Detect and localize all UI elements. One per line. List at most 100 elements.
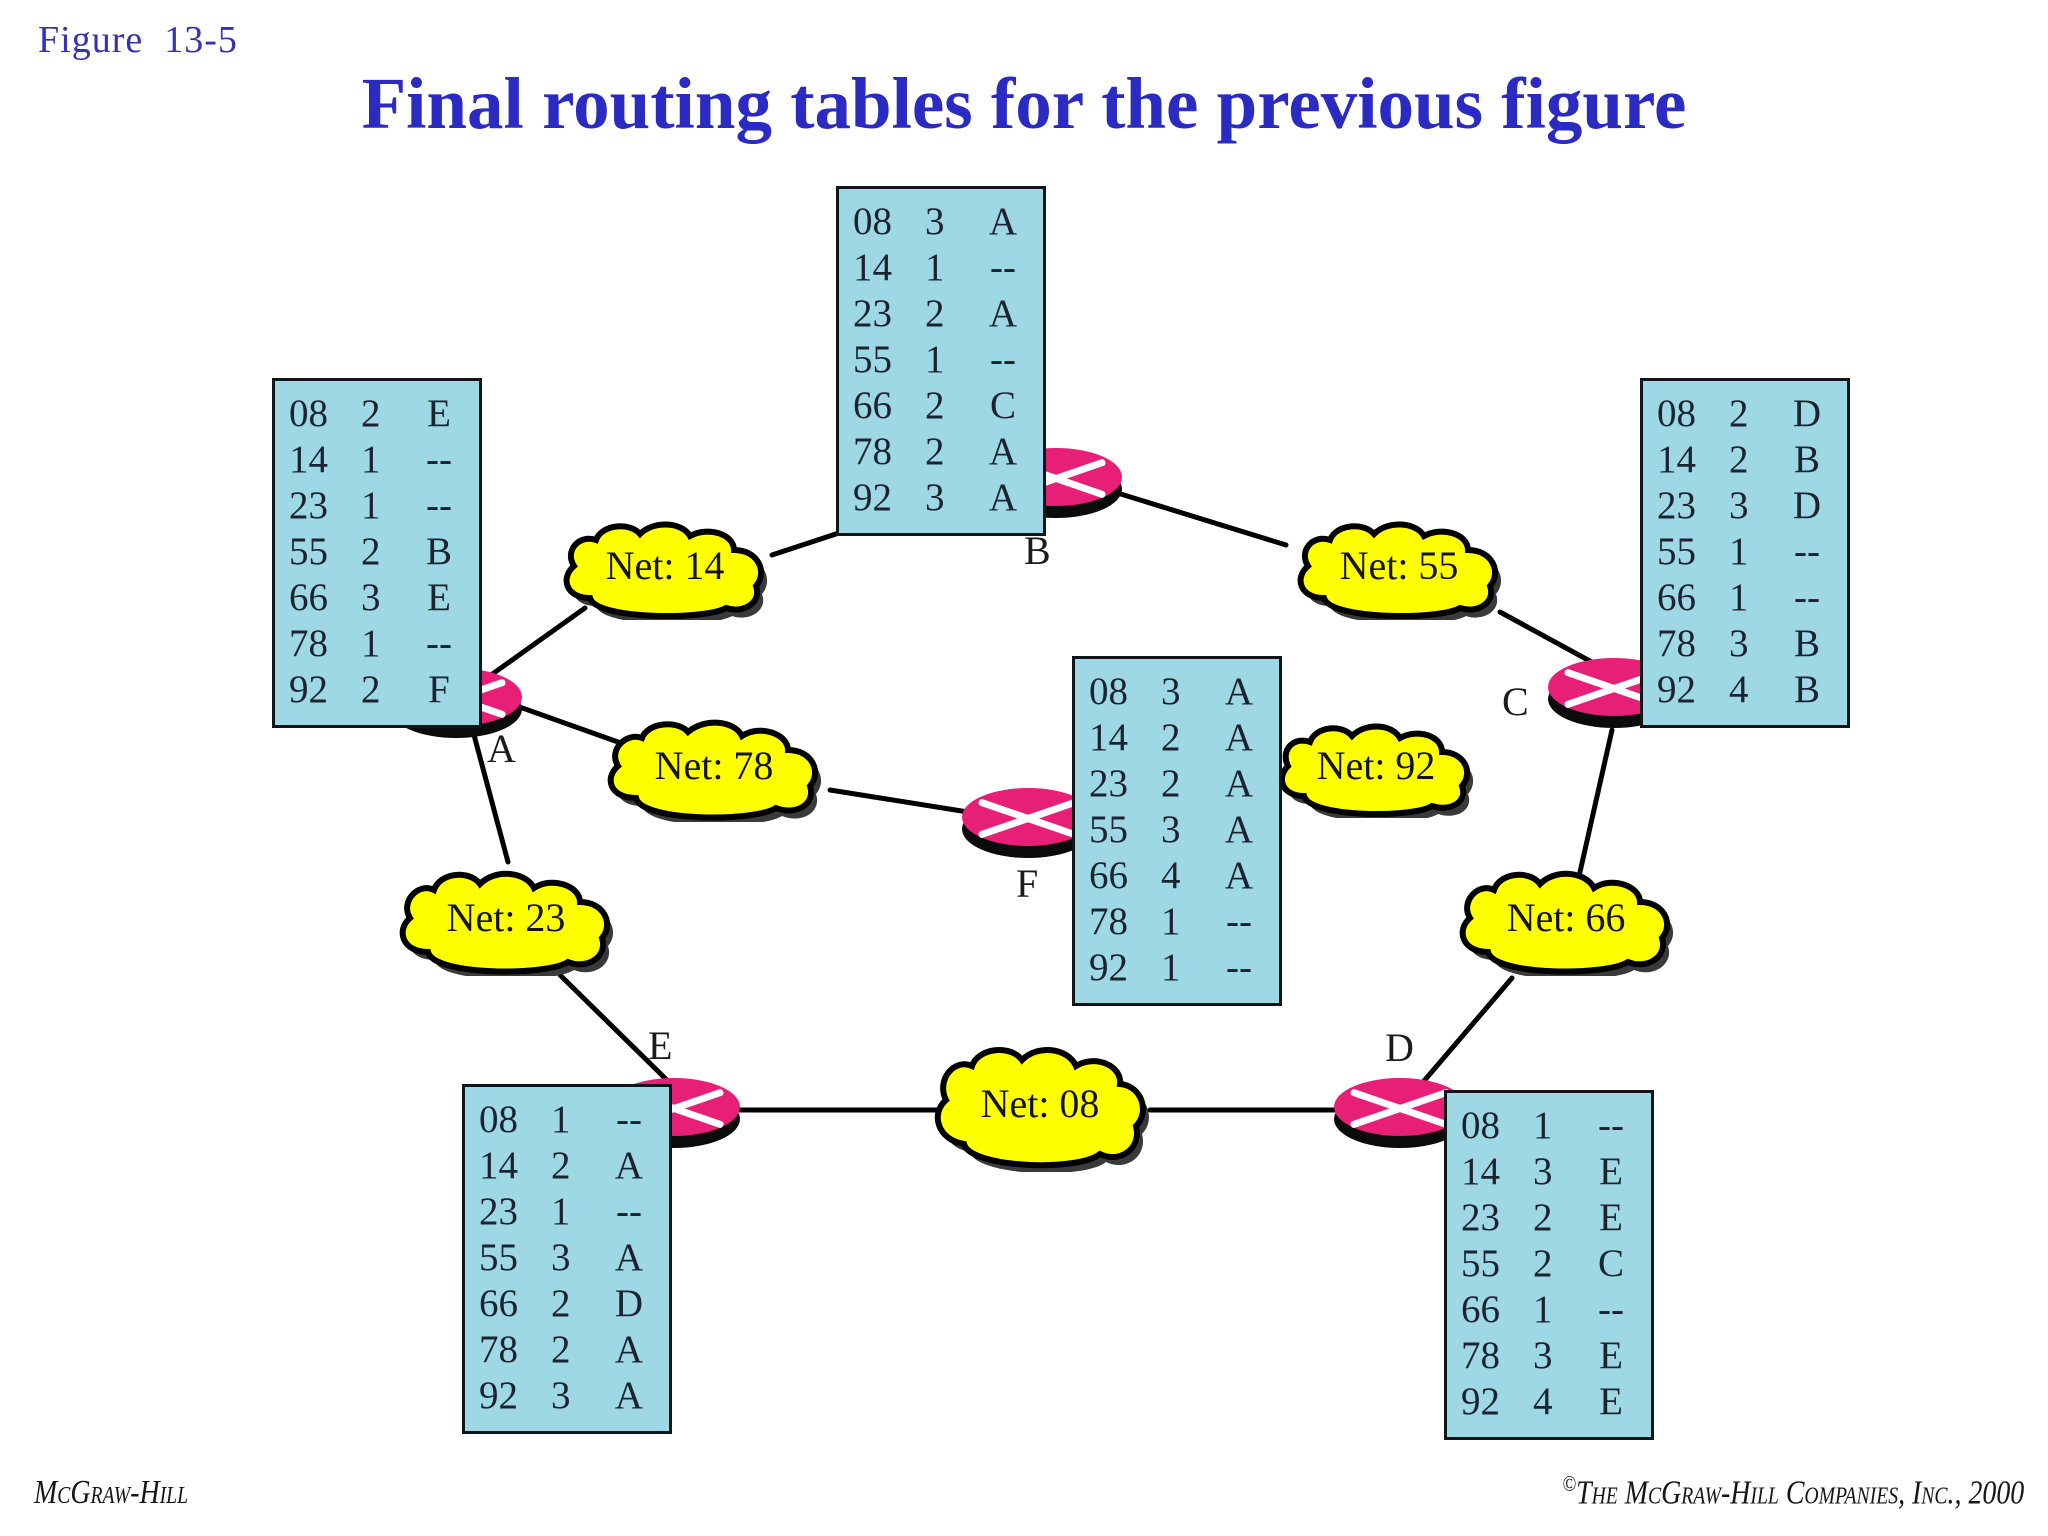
cell-next-hop: E <box>1599 1150 1623 1194</box>
footer-copyright: ©The McGraw-Hill Companies, Inc., 2000 <box>1562 1471 2024 1512</box>
cell-hop-count: 2 <box>1729 392 1749 435</box>
cell-network-id: 23 <box>289 484 328 528</box>
cell-network-id: 66 <box>479 1282 518 1326</box>
cell-next-hop: A <box>614 1144 644 1188</box>
cell-hop-count: 2 <box>1729 438 1749 482</box>
router-label-e: E <box>648 1023 673 1068</box>
cell-network-id: 78 <box>289 622 328 666</box>
cell-network-id: 55 <box>1657 530 1696 574</box>
cell-network-id: 23 <box>853 292 892 336</box>
cell-hop-count: 3 <box>1533 1334 1553 1378</box>
network-cloud-net55[interactable]: Net: 55 <box>1290 520 1512 620</box>
network-cloud-net66[interactable]: Net: 66 <box>1452 868 1684 976</box>
cell-next-hop: F <box>428 668 450 712</box>
cell-hop-count: 3 <box>1533 1150 1553 1194</box>
cell-network-id: 08 <box>479 1098 518 1141</box>
cell-next-hop: -- <box>1598 1288 1624 1332</box>
cell-network-id: 78 <box>1657 622 1696 666</box>
cell-next-hop: -- <box>426 438 452 482</box>
cell-hop-count: 2 <box>361 668 381 712</box>
cell-network-id: 66 <box>1461 1288 1500 1332</box>
cell-next-hop: -- <box>1598 1104 1624 1147</box>
router-label-d: D <box>1385 1025 1414 1070</box>
network-cloud-net23[interactable]: Net: 23 <box>392 868 624 976</box>
cell-next-hop: -- <box>426 484 452 528</box>
cell-next-hop: -- <box>1794 530 1820 574</box>
cell-hop-count: 2 <box>1161 716 1181 760</box>
cloud-label: Net: 23 <box>446 894 566 940</box>
cell-next-hop: A <box>988 430 1018 474</box>
cell-next-hop: A <box>1224 808 1254 852</box>
table-row: 23 1 -- <box>289 483 465 529</box>
cell-next-hop: A <box>614 1236 644 1280</box>
cell-next-hop: E <box>1599 1380 1623 1424</box>
cell-hop-count: 1 <box>1729 576 1749 620</box>
cloud-label: Net: 78 <box>654 742 774 788</box>
cell-hop-count: 2 <box>551 1282 571 1326</box>
cell-hop-count: 1 <box>925 246 945 290</box>
cell-network-id: 23 <box>1461 1196 1500 1240</box>
cloud-label: Net: 92 <box>1316 742 1436 788</box>
cell-next-hop: A <box>988 200 1018 243</box>
figure-number-label: Figure 13-5 <box>38 19 238 61</box>
cell-hop-count: 1 <box>925 338 945 382</box>
cell-network-id: 14 <box>289 438 328 482</box>
cell-hop-count: 2 <box>925 430 945 474</box>
cell-hop-count: 2 <box>361 530 381 574</box>
cell-next-hop: E <box>1599 1334 1623 1378</box>
network-cloud-net92[interactable]: Net: 92 <box>1272 722 1484 818</box>
cell-network-id: 14 <box>1089 716 1128 760</box>
cell-hop-count: 1 <box>1533 1104 1553 1147</box>
cloud-label: Net: 14 <box>605 542 725 588</box>
network-cloud-net14[interactable]: Net: 14 <box>556 520 778 620</box>
cell-network-id: 66 <box>853 384 892 428</box>
cell-next-hop: D <box>1792 484 1822 528</box>
table-row: 55 1 -- <box>1657 529 1833 575</box>
cell-network-id: 78 <box>1089 900 1128 944</box>
cell-hop-count: 2 <box>925 292 945 336</box>
table-row: 14 1 -- <box>289 437 465 483</box>
cell-network-id: 78 <box>853 430 892 474</box>
cell-hop-count: 3 <box>551 1374 571 1418</box>
network-cloud-net08[interactable]: Net: 08 <box>928 1044 1156 1172</box>
cell-next-hop: B <box>1793 622 1820 666</box>
cell-network-id: 23 <box>1089 762 1128 806</box>
cell-next-hop: -- <box>426 622 452 666</box>
cloud-label: Net: 55 <box>1339 542 1459 588</box>
cell-next-hop: D <box>614 1282 644 1326</box>
cell-hop-count: 3 <box>361 576 381 620</box>
cell-hop-count: 1 <box>361 484 381 528</box>
router-label-f: F <box>1016 861 1039 906</box>
cell-hop-count: 1 <box>1729 530 1749 574</box>
cloud-label: Net: 08 <box>980 1080 1100 1126</box>
cell-next-hop: -- <box>616 1190 642 1234</box>
cell-network-id: 66 <box>1657 576 1696 620</box>
cell-hop-count: 1 <box>361 438 381 482</box>
network-cloud-net78[interactable]: Net: 78 <box>600 718 832 822</box>
cell-next-hop: A <box>1224 670 1254 713</box>
cell-network-id: 55 <box>1089 808 1128 852</box>
